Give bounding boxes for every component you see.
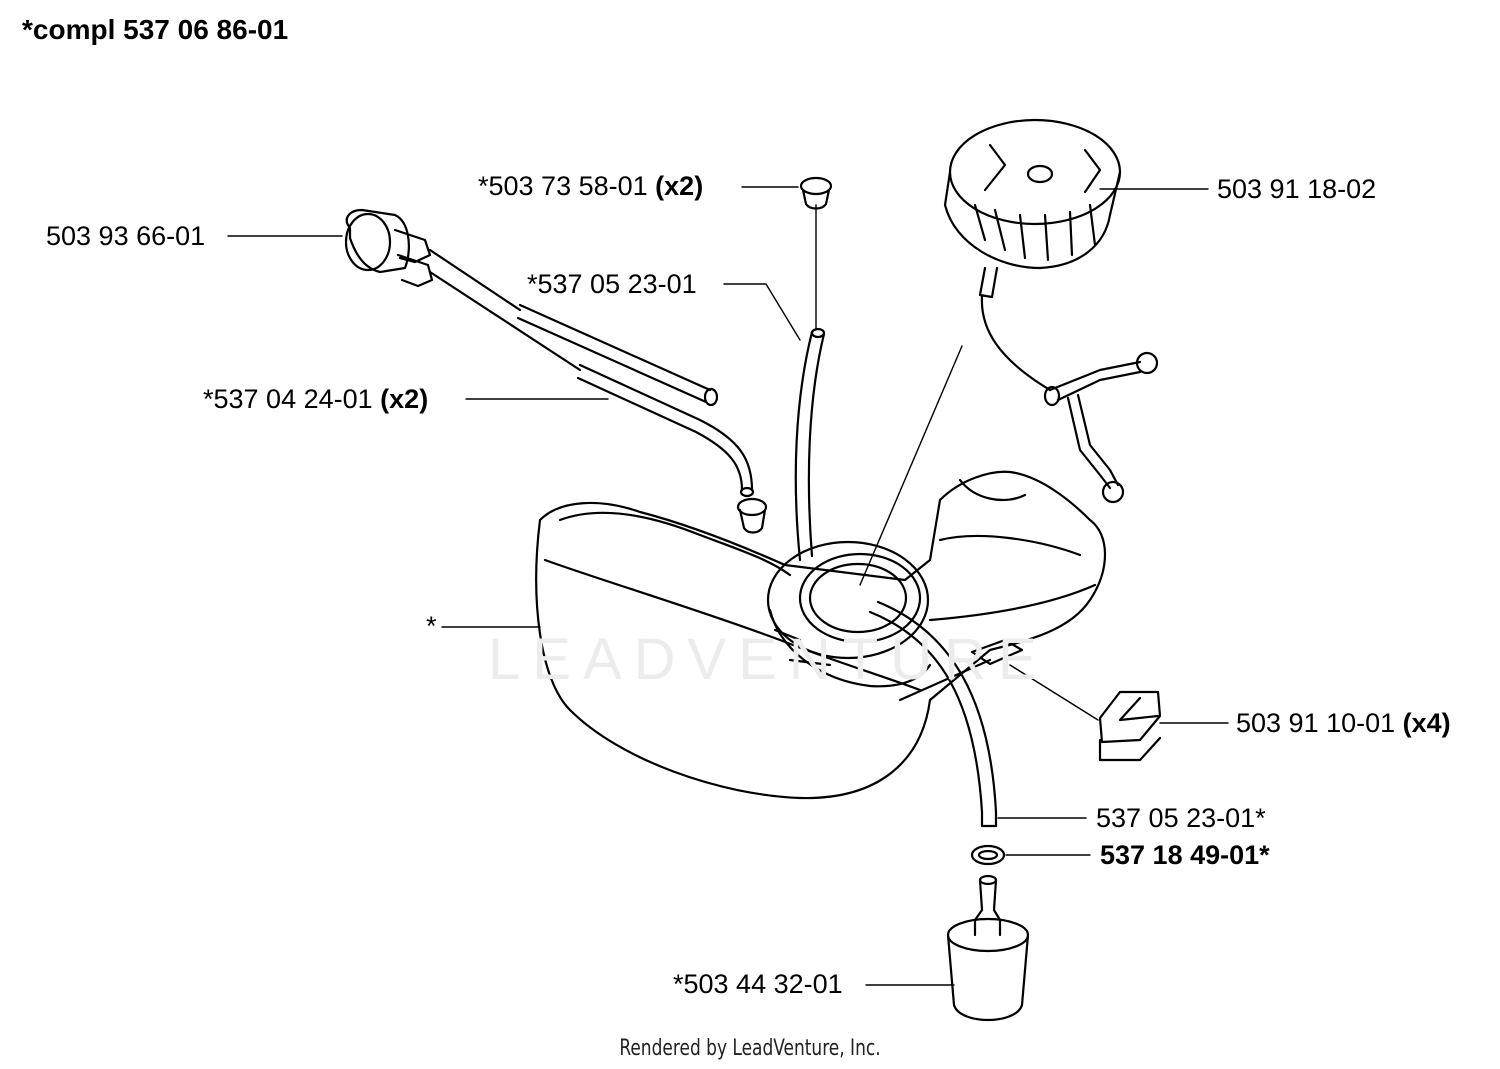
part-qty: (x4) (1402, 708, 1451, 738)
cap-retainer-strap (980, 294, 1159, 504)
fuel-filter (946, 874, 1030, 1022)
label-vent-hose[interactable]: *537 05 23-01 (527, 271, 697, 298)
tank-filler-neck (766, 540, 932, 688)
o-ring (970, 844, 1006, 866)
part-number: *537 05 23-01 (527, 269, 697, 299)
part-number: *503 73 58-01 (478, 171, 648, 201)
part-qty: (x2) (655, 171, 704, 201)
part-number: 503 91 18-02 (1217, 174, 1377, 204)
part-number: *503 44 32-01 (673, 969, 843, 999)
part-qty: (x2) (380, 384, 429, 414)
label-fuel-hoses[interactable]: *537 04 24-01 (x2) (203, 386, 428, 413)
render-credit: Rendered by LeadVenture, Inc. (619, 1036, 881, 1061)
rubber-mount (970, 638, 1162, 762)
fuel-cap (943, 118, 1122, 299)
grommet-top (799, 176, 833, 210)
o-ring-inner (977, 849, 999, 861)
label-fuel-cap[interactable]: 503 91 18-02 (1217, 176, 1376, 203)
watermark: LEADVENTURE (488, 627, 1049, 692)
grommet-tank (736, 497, 768, 534)
label-fuel-hose[interactable]: 537 05 23-01* (1096, 805, 1266, 832)
primer-bulb (344, 208, 434, 288)
internal-fuel-hose (868, 600, 998, 828)
label-primer-bulb[interactable]: 503 93 66-01 (46, 223, 205, 250)
label-fuel-tank[interactable]: * (426, 613, 437, 640)
leader-lines (227, 186, 1229, 986)
label-rubber-mount[interactable]: 503 91 10-01 (x4) (1236, 710, 1451, 737)
fuel-tank-body (535, 470, 1107, 800)
part-number: 503 91 10-01 (1236, 708, 1396, 738)
part-number: 503 93 66-01 (46, 221, 206, 251)
label-grommet[interactable]: *503 73 58-01 (x2) (478, 173, 703, 200)
label-o-ring[interactable]: 537 18 49-01* (1100, 842, 1270, 869)
part-number: *537 04 24-01 (203, 384, 373, 414)
part-number: * (426, 611, 437, 641)
part-number: 537 18 49-01* (1100, 840, 1270, 870)
fuel-hoses-pair (428, 248, 755, 498)
vent-hose (794, 327, 826, 562)
label-fuel-filter[interactable]: *503 44 32-01 (673, 971, 843, 998)
part-number: 537 05 23-01* (1096, 803, 1266, 833)
assembly-title: *compl 537 06 86-01 (22, 14, 289, 45)
